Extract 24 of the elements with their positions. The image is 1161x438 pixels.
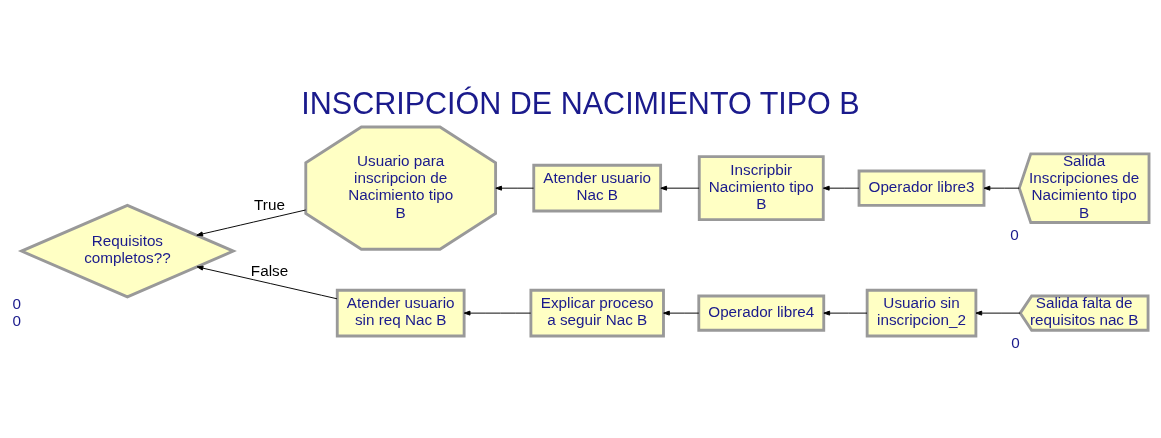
arrow bbox=[822, 185, 860, 191]
node-box: Operador libre3 bbox=[857, 169, 986, 207]
node-box: Atender usuario Nac B bbox=[532, 163, 663, 212]
diagram-title: INSCRIPCIÓN DE NACIMIENTO TIPO B bbox=[301, 85, 860, 120]
node-box: Atender usuario sin req Nac B bbox=[335, 288, 466, 337]
arrow bbox=[463, 310, 532, 316]
node-label: 0 bbox=[1010, 225, 1019, 243]
arrow bbox=[495, 185, 535, 191]
arrow bbox=[823, 310, 868, 316]
arrow bbox=[983, 185, 1020, 191]
node-box: Operador libre4 bbox=[697, 294, 826, 332]
node-label: 0 bbox=[1011, 333, 1020, 351]
node-box: Usuario sin inscripcion_2 bbox=[865, 288, 978, 337]
arrow bbox=[196, 209, 307, 236]
arrow bbox=[660, 185, 700, 191]
node-box: Inscripbir Nacimiento tipo B bbox=[697, 154, 825, 221]
node-label: 0 bbox=[12, 311, 21, 329]
edge-label: False bbox=[250, 261, 289, 279]
node-box: Explicar proceso a seguir Nac B bbox=[529, 288, 665, 337]
node-diamond: Requisitos completos?? bbox=[17, 203, 237, 298]
edge-label: True bbox=[254, 195, 285, 213]
arrow bbox=[975, 310, 1021, 316]
arrow bbox=[663, 310, 700, 316]
arrow bbox=[196, 265, 338, 299]
